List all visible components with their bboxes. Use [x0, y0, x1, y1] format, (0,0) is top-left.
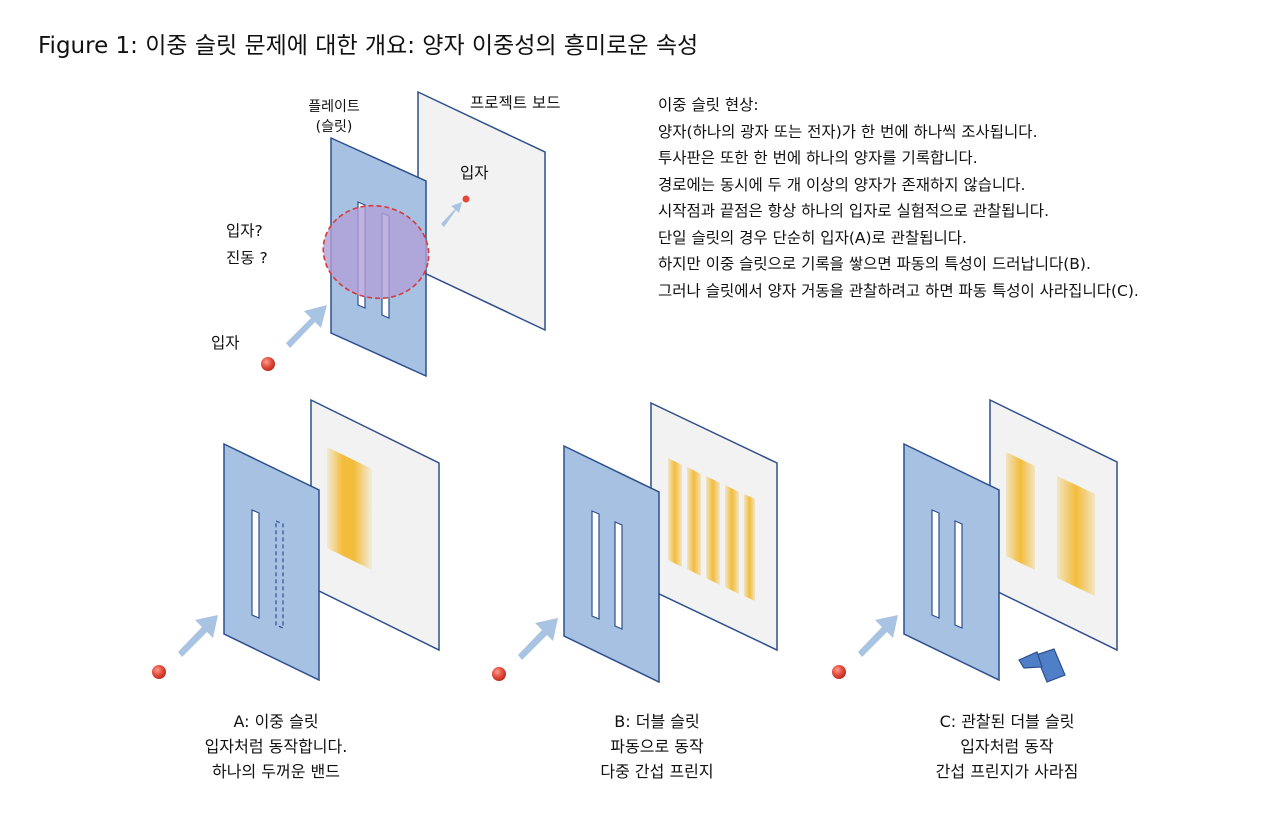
fringe	[725, 485, 739, 594]
caption-c-line: 간섭 프린지가 사라짐	[935, 762, 1079, 781]
description-line: 하지만 이중 슬릿으로 기록을 쌓으면 파동의 특성이 드러납니다(B).	[658, 255, 1091, 273]
caption-c: C: 관찰된 더블 슬릿 입자처럼 동작 간섭 프린지가 사라짐	[936, 709, 1079, 784]
red-sphere-icon	[261, 357, 275, 371]
panel-a	[152, 398, 440, 682]
incoming-particle-label: 입자	[211, 334, 240, 352]
single-band	[327, 447, 372, 570]
slit-right	[954, 520, 963, 629]
figure-title: Figure 1: 이중 슬릿 문제에 대한 개요: 양자 이중성의 흥미로운 …	[38, 33, 699, 59]
slit-left	[931, 509, 940, 619]
caption-b-line: 다중 간섭 프린지	[600, 762, 714, 781]
interference-region	[322, 204, 430, 300]
red-sphere-icon	[152, 665, 166, 679]
band-right	[1057, 476, 1095, 596]
description-heading: 이중 슬릿 현상:	[658, 96, 759, 114]
arrow-icon	[858, 615, 898, 657]
slit-plate	[903, 442, 1000, 682]
particle-on-screen	[462, 195, 470, 203]
caption-a-line: 입자처럼 동작합니다.	[204, 737, 348, 756]
caption-b-line: 파동으로 동작	[610, 737, 704, 756]
question-wave: 진동 ?	[226, 249, 268, 267]
slit-plate	[223, 442, 320, 682]
description-line: 단일 슬릿의 경우 단순히 입자(A)로 관찰됩니다.	[658, 228, 967, 247]
red-sphere-icon	[492, 667, 506, 681]
slit-open	[251, 509, 260, 619]
camera-icon	[1018, 648, 1066, 683]
description-line: 양자(하나의 광자 또는 전자)가 한 번에 하나씩 조사됩니다.	[658, 122, 1038, 141]
caption-a-title: A: 이중 슬릿	[233, 712, 319, 731]
slit-right	[614, 521, 623, 630]
fringe	[668, 458, 682, 567]
arrow-icon	[286, 305, 327, 348]
particle-screen-label: 입자	[460, 164, 489, 182]
caption-c-title: C: 관찰된 더블 슬릿	[939, 712, 1075, 731]
description-line: 투사판은 또한 한 번에 하나의 양자를 기록합니다.	[658, 149, 978, 167]
band-left	[1006, 452, 1035, 570]
slit-plate	[563, 444, 660, 684]
fringe	[706, 476, 720, 585]
panel-b	[492, 401, 778, 684]
projection-board	[417, 90, 546, 332]
question-particle: 입자?	[226, 222, 263, 240]
caption-b: B: 더블 슬릿 파동으로 동작 다중 간섭 프린지	[600, 709, 713, 784]
caption-a: A: 이중 슬릿 입자처럼 동작합니다. 하나의 두꺼운 밴드	[205, 709, 348, 784]
fringe	[687, 467, 701, 576]
arrow-icon	[518, 618, 558, 660]
panel-c	[832, 398, 1118, 683]
description-line: 그러나 슬릿에서 양자 거동을 관찰하려고 하면 파동 특성이 사라집니다(C)…	[658, 281, 1139, 300]
arrow-icon	[178, 615, 218, 657]
slit-left	[591, 510, 600, 620]
screen-label: 프로젝트 보드	[470, 94, 561, 112]
description-block: 이중 슬릿 현상: 양자(하나의 광자 또는 전자)가 한 번에 하나씩 조사됩…	[658, 92, 1139, 304]
description-line: 경로에는 동시에 두 개 이상의 양자가 존재하지 않습니다.	[658, 175, 1026, 194]
red-sphere-icon	[832, 665, 846, 679]
fringe	[744, 494, 755, 601]
top-diagram	[261, 90, 546, 378]
plate-label: 플레이트	[308, 99, 360, 115]
caption-a-line: 하나의 두꺼운 밴드	[212, 762, 340, 781]
plate-label-sub: (슬릿)	[315, 119, 353, 135]
description-line: 시작점과 끝점은 항상 하나의 입자로 실험적으로 관찰됩니다.	[658, 202, 1049, 220]
caption-c-line: 입자처럼 동작	[960, 737, 1054, 756]
arrow-icon	[441, 202, 462, 227]
caption-b-title: B: 더블 슬릿	[614, 712, 700, 731]
